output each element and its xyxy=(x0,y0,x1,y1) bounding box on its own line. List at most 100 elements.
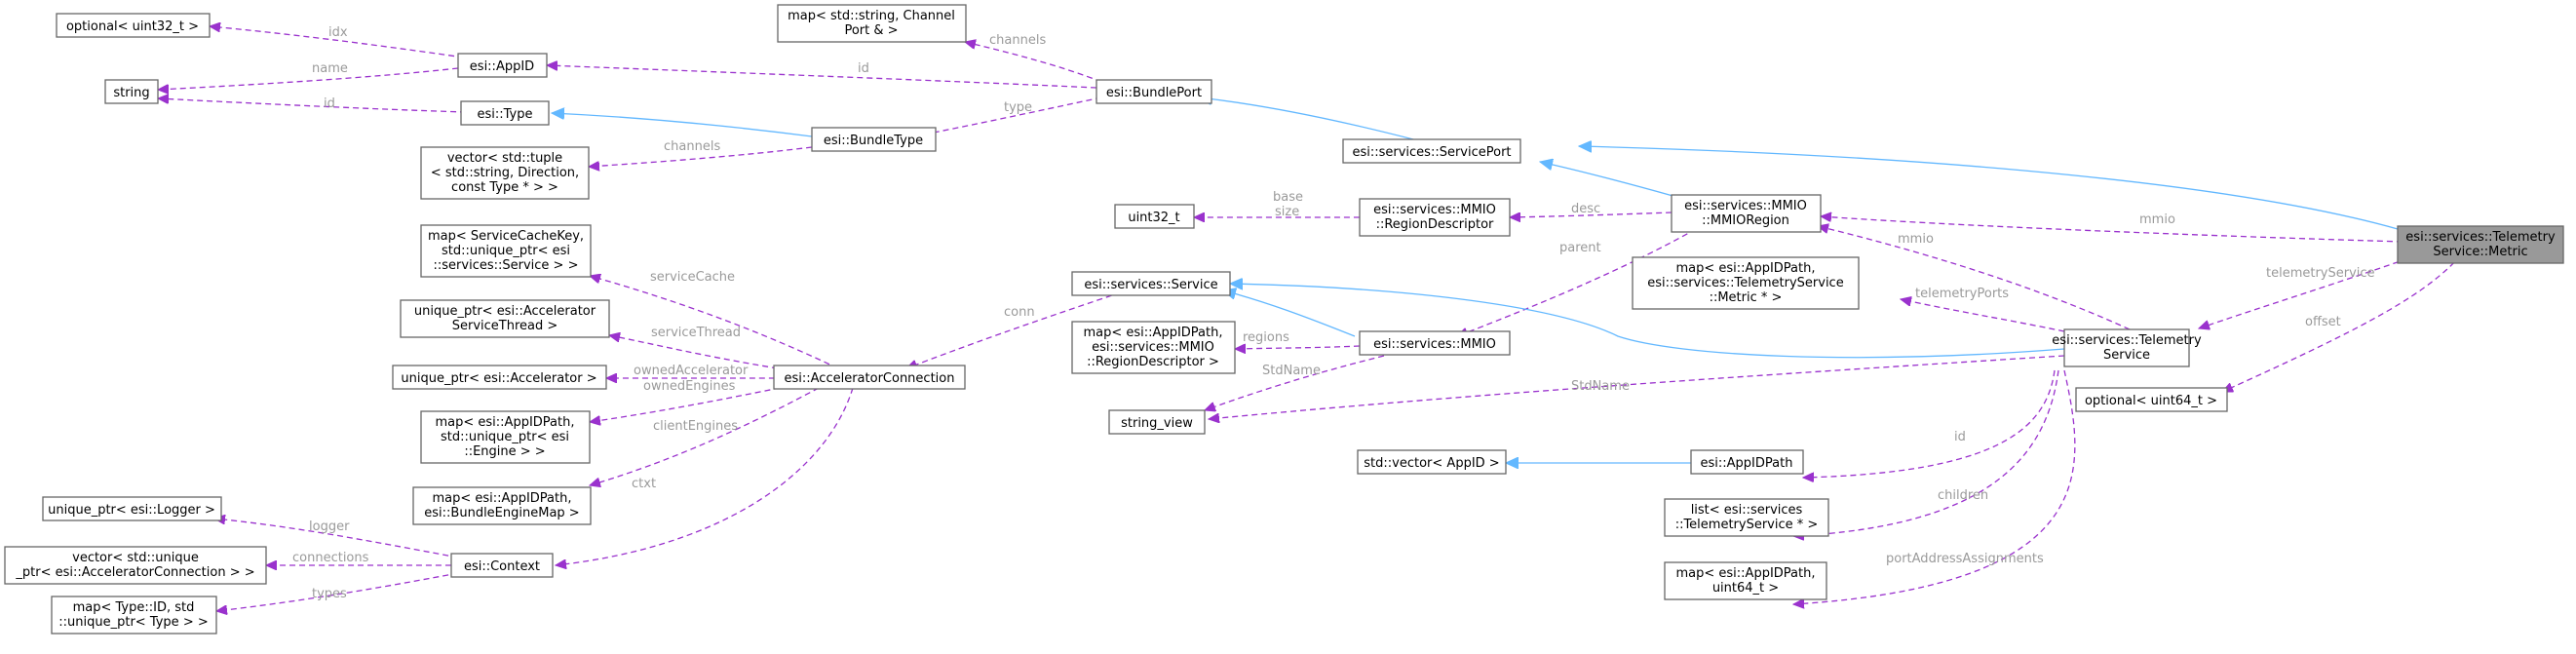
node-map-metric: map< esi::AppIDPath, esi::services::Tele… xyxy=(1632,256,1860,310)
edge-clientengines xyxy=(590,387,820,485)
svg-text:esi::services::Telemetry: esi::services::Telemetry xyxy=(2405,230,2556,245)
edge-label-ctxt: ctxt xyxy=(632,477,656,491)
node-unique-accelerator: unique_ptr< esi::Accelerator > xyxy=(392,365,607,390)
svg-text:std::unique_ptr< esi: std::unique_ptr< esi xyxy=(441,430,569,444)
svg-text:vector< std::tuple: vector< std::tuple xyxy=(447,151,562,166)
svg-text:map< esi::AppIDPath,: map< esi::AppIDPath, xyxy=(1084,326,1223,340)
svg-text:string_view: string_view xyxy=(1121,416,1193,431)
svg-text:uint64_t >: uint64_t > xyxy=(1712,581,1779,596)
edge-types xyxy=(216,572,459,611)
edge-mmio-metric xyxy=(1821,216,2403,243)
node-esi-context: esi::Context xyxy=(450,553,554,578)
node-esi-services-mmio: esi::services::MMIO xyxy=(1359,330,1511,356)
node-string: string xyxy=(104,79,159,104)
svg-text:map< esi::AppIDPath,: map< esi::AppIDPath, xyxy=(433,491,572,506)
edge-label-channels-bundleport: channels xyxy=(989,33,1046,48)
node-map-channelport: map< std::string, Channel Port & > xyxy=(777,4,967,43)
node-map-uint64: map< esi::AppIDPath, uint64_t > xyxy=(1664,561,1827,600)
svg-text:esi::services::MMIO: esi::services::MMIO xyxy=(1373,337,1496,352)
node-string-view: string_view xyxy=(1108,409,1206,435)
svg-text:::unique_ptr< Type > >: ::unique_ptr< Type > > xyxy=(58,615,208,630)
edge-ctxt xyxy=(556,387,854,565)
edge-label-size: size xyxy=(1275,205,1299,219)
node-esi-appidpath: esi::AppIDPath xyxy=(1690,449,1804,475)
edge-label-channels-bundletype: channels xyxy=(664,139,720,154)
svg-text:map< Type::ID, std: map< Type::ID, std xyxy=(73,600,195,615)
svg-text:std::vector< AppID >: std::vector< AppID > xyxy=(1364,456,1499,471)
edge-label-id-appid: id xyxy=(858,61,869,76)
edge-portaddressassignments xyxy=(1793,369,2076,604)
edge-label-desc: desc xyxy=(1571,202,1600,216)
node-telemetry-metric: esi::services::Telemetry Service::Metric xyxy=(2397,225,2564,264)
node-mmioregion: esi::services::MMIO ::MMIORegion xyxy=(1671,194,1822,233)
edge-idx xyxy=(210,26,465,58)
edge-desc xyxy=(1510,212,1672,217)
svg-text:esi::BundleEngineMap >: esi::BundleEngineMap > xyxy=(424,506,579,520)
edge-label-servicethread: serviceThread xyxy=(651,326,741,340)
svg-text:uint32_t: uint32_t xyxy=(1128,211,1179,225)
node-list-telemetry: list< esi::services ::TelemetryService *… xyxy=(1664,498,1829,537)
svg-text:unique_ptr< esi::Accelerator >: unique_ptr< esi::Accelerator > xyxy=(401,371,596,386)
svg-text:esi::services::MMIO: esi::services::MMIO xyxy=(1373,203,1496,217)
node-uint32: uint32_t xyxy=(1114,204,1195,229)
svg-text:const Type * > >: const Type * > > xyxy=(451,180,558,195)
edge-telemetryservice xyxy=(2199,254,2418,328)
edge-bundletype-inherits-type xyxy=(552,113,813,137)
edge-children xyxy=(1793,369,2059,536)
node-map-types: map< Type::ID, std ::unique_ptr< Type > … xyxy=(51,596,217,635)
node-map-servicecache: map< ServiceCacheKey, std::unique_ptr< e… xyxy=(420,224,592,278)
edge-label-portaddressassignments: portAddressAssignments xyxy=(1886,552,2044,566)
edge-conn xyxy=(906,291,1122,368)
edge-channels-bundleport xyxy=(965,42,1102,83)
edge-label-logger: logger xyxy=(309,519,350,534)
svg-text:map< esi::AppIDPath,: map< esi::AppIDPath, xyxy=(1676,566,1816,581)
edge-id-appidpath xyxy=(1803,369,2056,478)
edge-logger xyxy=(214,519,459,558)
svg-text:esi::services::TelemetryServic: esi::services::TelemetryService xyxy=(1647,276,1843,290)
edge-parent xyxy=(1457,228,1697,336)
node-esi-appid: esi::AppID xyxy=(457,53,548,78)
edge-label-mmio-telemetry: mmio xyxy=(1898,232,1934,247)
edge-regions xyxy=(1235,346,1361,349)
svg-text:Service: Service xyxy=(2103,348,2150,363)
svg-text:esi::services::MMIO: esi::services::MMIO xyxy=(1684,199,1807,213)
svg-text:map< esi::AppIDPath,: map< esi::AppIDPath, xyxy=(1676,261,1816,276)
edge-offset xyxy=(2222,254,2462,393)
svg-text:Service::Metric: Service::Metric xyxy=(2433,245,2527,259)
svg-text:optional< uint64_t >: optional< uint64_t > xyxy=(2085,394,2217,408)
edge-label-stdname-telemetry: StdName xyxy=(1571,379,1630,394)
svg-text:ServiceThread >: ServiceThread > xyxy=(452,319,558,333)
edge-metric-inherits-serviceport xyxy=(1579,146,2399,230)
svg-text:esi::services::MMIO: esi::services::MMIO xyxy=(1092,340,1214,355)
edge-label-offset: offset xyxy=(2305,315,2341,329)
svg-text:unique_ptr< esi::Accelerator: unique_ptr< esi::Accelerator xyxy=(414,304,596,319)
edge-label-ownedengines: ownedEngines xyxy=(643,379,736,394)
svg-text:std::unique_ptr< esi: std::unique_ptr< esi xyxy=(442,244,570,258)
edge-serviceport-inherits-bundleport xyxy=(1199,97,1414,140)
svg-text:string: string xyxy=(113,86,149,100)
svg-text:esi::AppID: esi::AppID xyxy=(470,59,534,74)
node-optional-uint32: optional< uint32_t > xyxy=(56,13,211,38)
edge-label-stdname-mmio: StdName xyxy=(1262,364,1321,378)
edge-label-id-type: id xyxy=(324,96,335,111)
svg-text:esi::services::ServicePort: esi::services::ServicePort xyxy=(1352,145,1511,160)
node-esi-type: esi::Type xyxy=(460,100,550,126)
svg-text:esi::services::Telemetry: esi::services::Telemetry xyxy=(2052,333,2202,348)
edge-label-telemetryservice: telemetryService xyxy=(2266,266,2375,281)
node-map-regiondesc: map< esi::AppIDPath, esi::services::MMIO… xyxy=(1071,321,1236,374)
node-map-engine: map< esi::AppIDPath, std::unique_ptr< es… xyxy=(420,410,591,464)
edge-servicecache xyxy=(590,276,839,369)
edge-label-idx: idx xyxy=(328,25,348,40)
svg-text:optional< uint32_t >: optional< uint32_t > xyxy=(66,19,199,34)
node-optional-uint64: optional< uint64_t > xyxy=(2075,387,2228,412)
edge-label-conn: conn xyxy=(1004,305,1035,320)
node-vector-unique-conn: vector< std::unique _ptr< esi::Accelerat… xyxy=(4,546,267,585)
svg-text:esi::services::Service: esi::services::Service xyxy=(1084,278,1217,292)
edge-label-clientengines: clientEngines xyxy=(653,419,738,434)
svg-text:::Metric * >: ::Metric * > xyxy=(1710,290,1783,305)
edge-stdname-mmio xyxy=(1205,355,1385,410)
svg-text:_ptr< esi::AcceleratorConnecti: _ptr< esi::AcceleratorConnection > > xyxy=(15,565,254,580)
edge-label-servicecache: serviceCache xyxy=(650,270,735,285)
edge-label-name: name xyxy=(312,61,348,76)
edge-mmio-inherits-service xyxy=(1223,290,1356,337)
